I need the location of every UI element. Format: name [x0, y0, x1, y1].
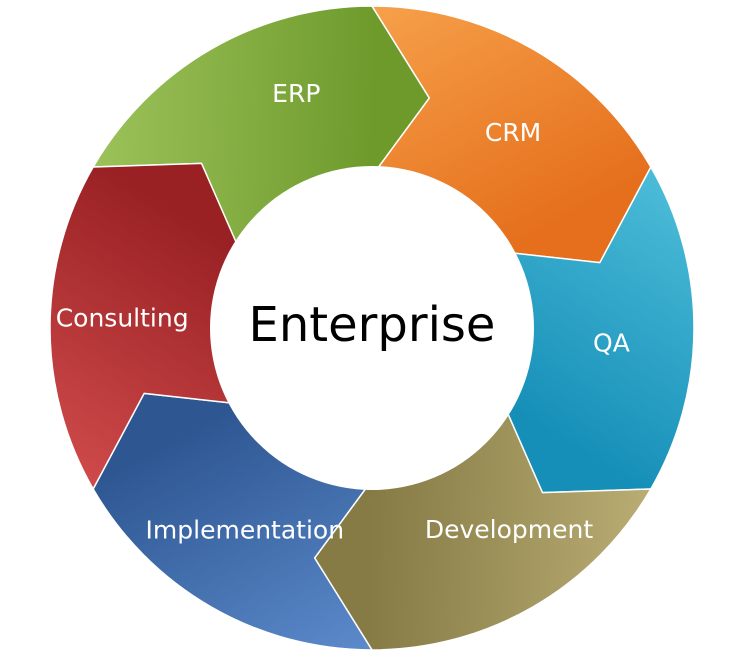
segments-layer [49, 5, 695, 651]
segment-label-development: Development [425, 515, 593, 544]
center-label: Enterprise [249, 297, 496, 353]
center-hub [210, 166, 534, 490]
segment-label-qa: QA [593, 329, 630, 358]
segment-label-consulting: Consulting [56, 303, 189, 332]
segment-label-implementation: Implementation [146, 516, 345, 545]
labels-layer: ERP CRM QA Development Implementation Consult… [56, 79, 630, 545]
segment-label-erp: ERP [272, 79, 320, 108]
segment-label-crm: CRM [485, 118, 541, 147]
